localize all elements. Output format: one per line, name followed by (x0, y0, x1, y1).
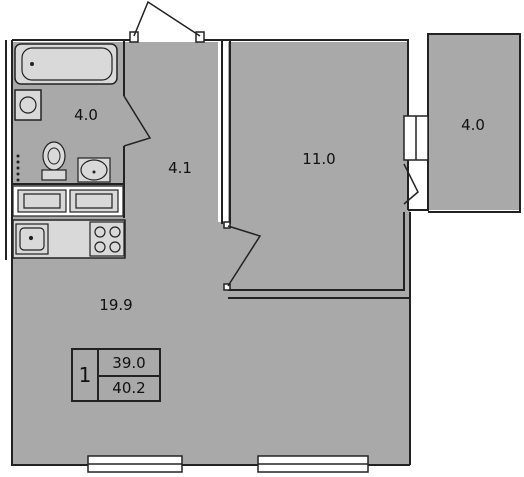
bedroom-door (223, 221, 262, 291)
room-area-balcony: 4.0 (461, 116, 485, 134)
room-count: 1 (73, 350, 99, 400)
total-area: 40.2 (112, 378, 146, 397)
toilet-icon (41, 141, 67, 181)
balcony-door (403, 115, 429, 205)
kitchen-sink-icon (15, 223, 49, 255)
living-area: 39.0 (99, 350, 159, 377)
inner-walls (12, 40, 410, 299)
washing-machine-icon (14, 89, 42, 121)
kitchen-cabinets-icon (12, 185, 124, 217)
stove-icon (89, 221, 125, 257)
room-area-living-kitchen: 19.9 (99, 296, 133, 314)
apartment-summary: 1 39.0 40.2 (71, 348, 161, 402)
bathroom-door (123, 95, 152, 147)
room-area-bedroom: 11.0 (302, 150, 336, 168)
room-area-bathroom: 4.0 (74, 106, 98, 124)
room-area-hallway: 4.1 (168, 159, 192, 177)
washbasin-icon (77, 157, 111, 183)
radiator-icon (16, 154, 20, 182)
windows (87, 455, 369, 473)
bathtub-icon (14, 43, 118, 85)
entrance-door (129, 0, 205, 43)
